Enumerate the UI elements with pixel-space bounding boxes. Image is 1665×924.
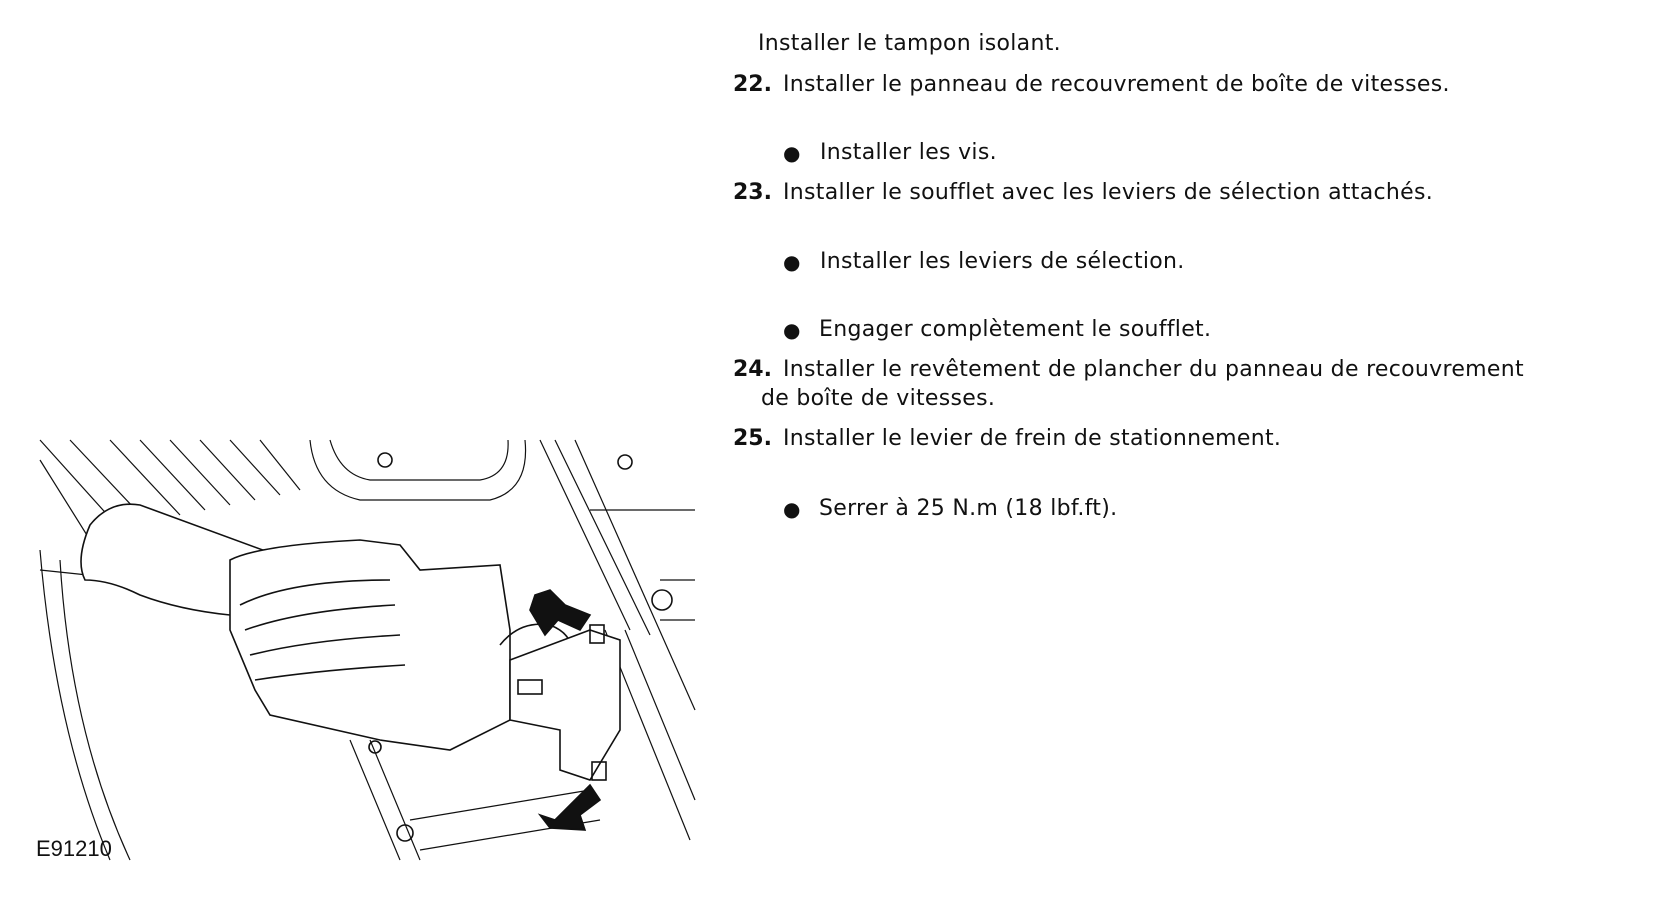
step-23-bullet-1: Installer les leviers de sélection.: [820, 249, 1185, 274]
step-25-number: 25.: [733, 426, 772, 451]
step-24-number: 24.: [733, 357, 772, 382]
figure-label: E91210: [36, 836, 112, 861]
intro-text: Installer le tampon isolant.: [758, 31, 1061, 56]
step-22-number: 22.: [733, 72, 772, 97]
parking-brake-lever-illustration: [39, 439, 696, 861]
bullet-icon: ●: [783, 497, 801, 521]
step-24-text: Installer le revêtement de plancher du p…: [783, 357, 1524, 382]
bullet-icon: ●: [783, 318, 801, 342]
bullet-icon: ●: [783, 250, 801, 274]
bullet-icon: ●: [783, 141, 801, 165]
step-23-text: Installer le soufflet avec les leviers d…: [783, 180, 1434, 205]
step-22-bullet-1: Installer les vis.: [820, 140, 997, 165]
step-25-text: Installer le levier de frein de stationn…: [783, 426, 1282, 451]
step-23-number: 23.: [733, 180, 772, 205]
step-25-bullet-1: Serrer à 25 N.m (18 lbf.ft).: [819, 496, 1118, 521]
step-23-bullet-2: Engager complètement le soufflet.: [819, 317, 1212, 342]
step-22-text: Installer le panneau de recouvrement de …: [783, 72, 1450, 97]
step-24-text-continued: de boîte de vitesses.: [761, 386, 996, 411]
